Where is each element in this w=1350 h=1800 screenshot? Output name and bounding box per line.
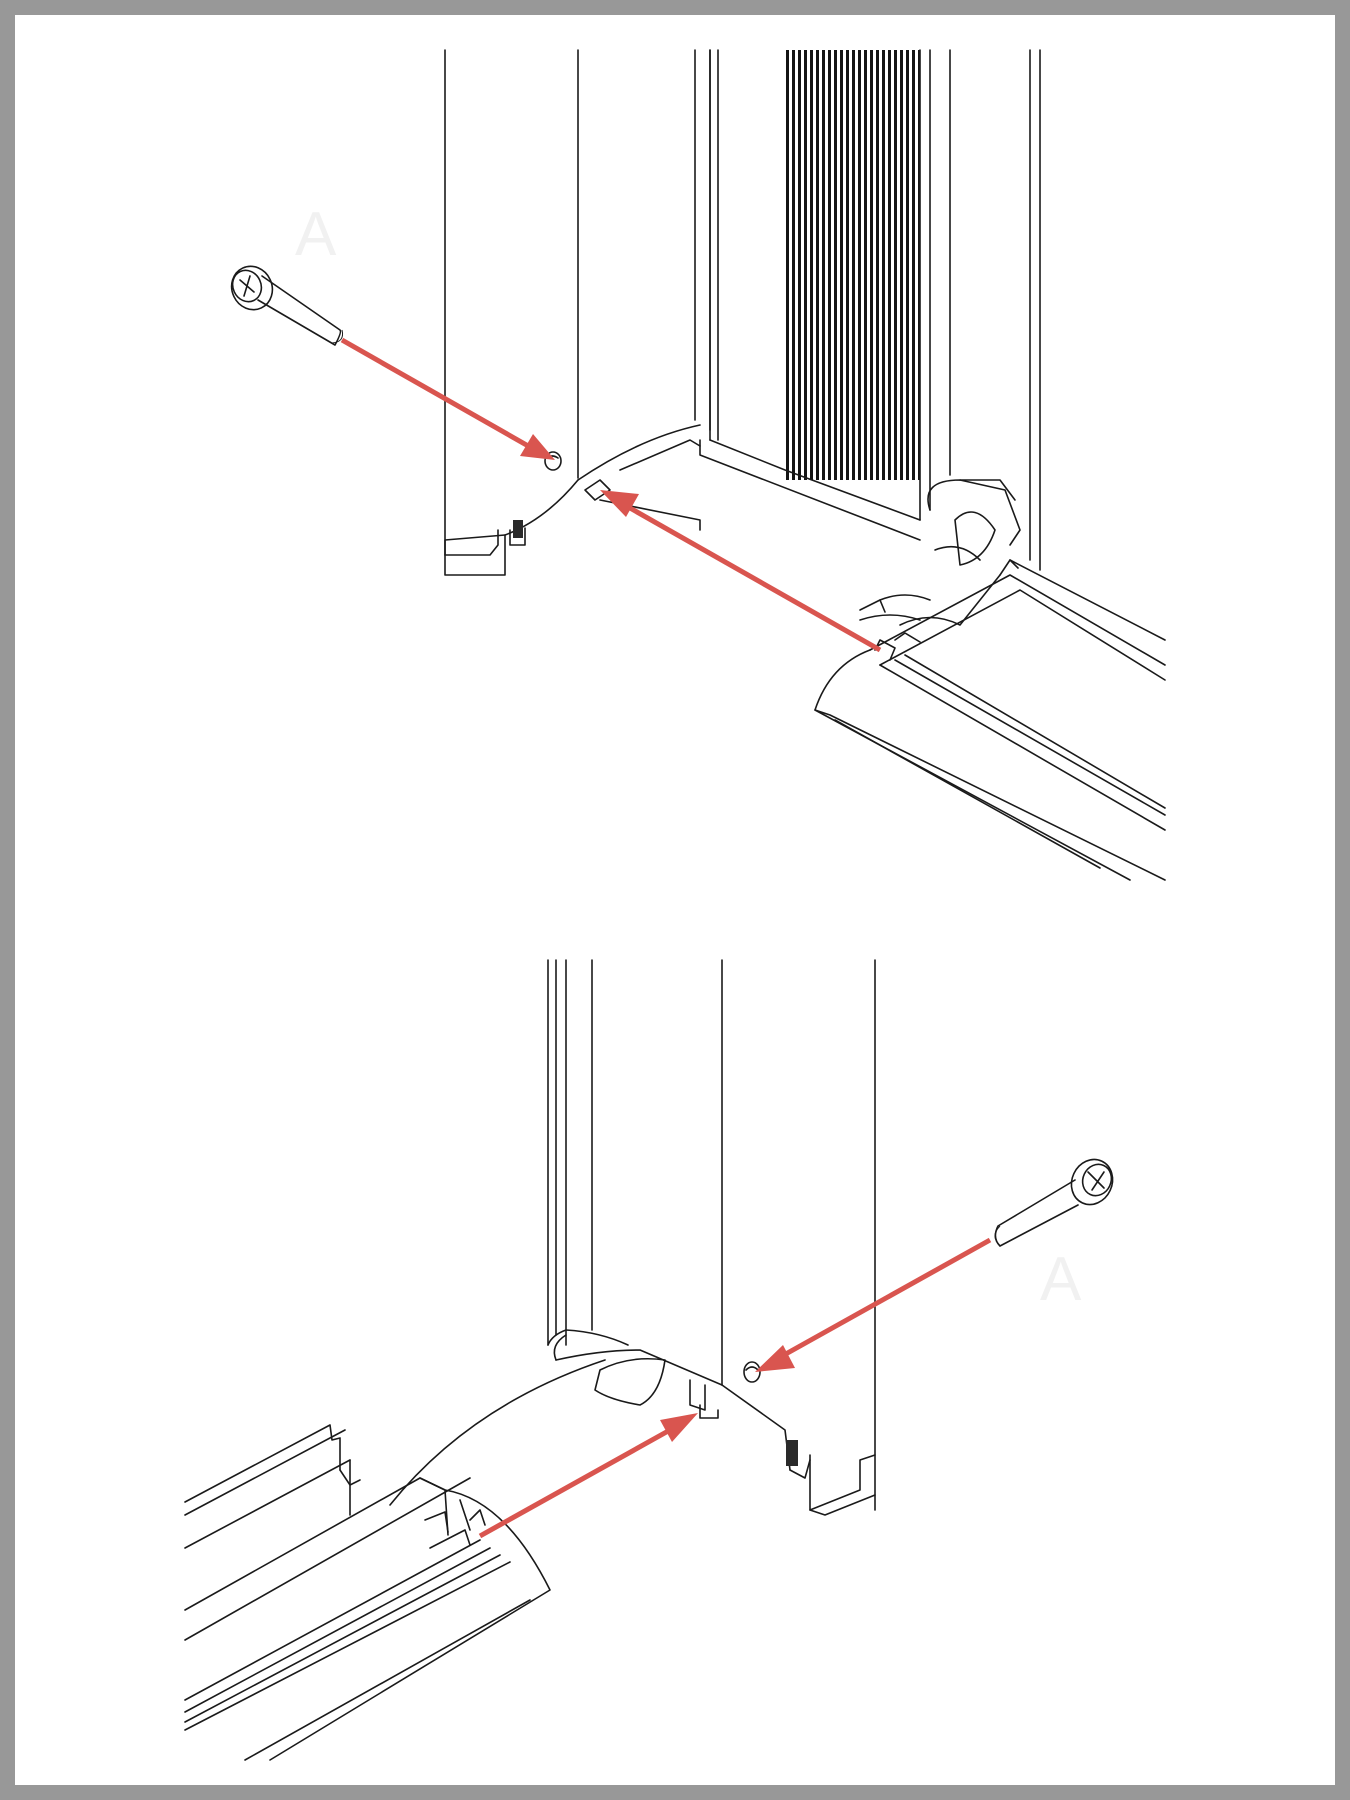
- bottom-panel: A: [184, 959, 1114, 1761]
- arrow-icon: [755, 1345, 795, 1372]
- top-screw-hole: [544, 451, 562, 471]
- top-right-frame: [699, 49, 1041, 621]
- top-bottom-rail: [814, 559, 1166, 881]
- diagram-page: A: [15, 15, 1335, 1785]
- bottom-arrows: [478, 1237, 992, 1539]
- top-vertical-profile: [444, 49, 719, 576]
- bottom-rail: [184, 1424, 551, 1761]
- bottom-vertical-profile: [547, 959, 876, 1516]
- bottom-screw: [743, 1158, 1114, 1383]
- top-arrows: [340, 337, 882, 653]
- arrow-icon: [520, 434, 555, 460]
- watermark-bottom: A: [1040, 1245, 1082, 1314]
- bottom-screw-hole: [743, 1361, 761, 1383]
- arrow-icon: [600, 490, 639, 517]
- top-panel: A: [230, 49, 1166, 881]
- arrow-icon: [660, 1413, 698, 1442]
- assembly-diagram: A: [184, 49, 1166, 1761]
- top-screw: [230, 265, 562, 471]
- top-pleated-blind: [785, 50, 920, 480]
- bottom-cord: [389, 1359, 606, 1506]
- watermark-top: A: [295, 200, 337, 269]
